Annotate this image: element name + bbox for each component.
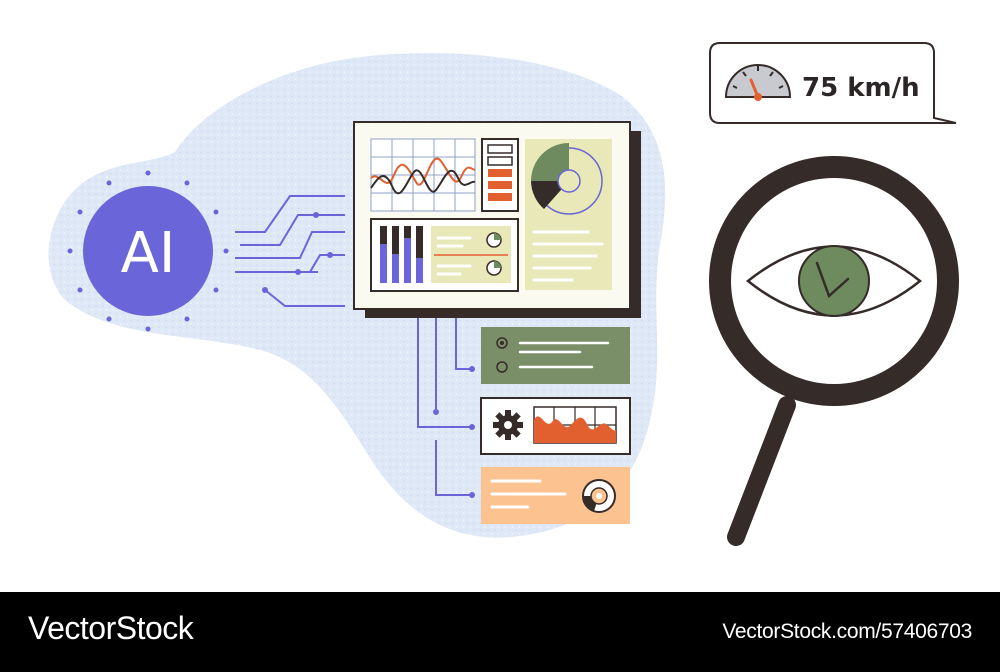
report-card: [481, 467, 630, 524]
pie-chart-widget: [525, 139, 612, 290]
circuit-connectors: [235, 195, 345, 307]
illustration-canvas: AI: [48, 42, 959, 546]
ai-badge: AI: [67, 170, 229, 332]
radio-button-icon: [496, 337, 508, 349]
bar-chart-widget: [370, 218, 519, 292]
speedometer-icon: [724, 64, 792, 101]
card-connector-nodes: [433, 366, 475, 498]
magnifier-icon: [709, 156, 959, 546]
footer-image-id: VectorStock.com/57406703: [722, 620, 972, 643]
settings-card-green: [481, 327, 630, 384]
card-connectors: [417, 318, 470, 496]
ai-badge-circle: [83, 186, 213, 316]
circuit-nodes: [262, 212, 333, 293]
pie-chart-icon: [531, 143, 569, 181]
line-chart-widget: [370, 138, 476, 212]
speed-readout: 75 km/h: [802, 73, 920, 103]
eye-icon: [746, 245, 922, 317]
stack-widget: [481, 138, 519, 212]
speed-callout: 75 km/h: [709, 42, 957, 124]
ai-badge-label: AI: [121, 221, 176, 286]
dashboard-panel: [353, 121, 641, 318]
footer-brand: VectorStock: [28, 610, 194, 646]
gear-icon: [493, 410, 523, 440]
ai-badge-dots: [67, 170, 229, 332]
performance-card: [480, 397, 631, 455]
clock-icon: [815, 261, 850, 299]
footer-bar: VectorStock VectorStock.com/57406703: [0, 592, 1000, 672]
